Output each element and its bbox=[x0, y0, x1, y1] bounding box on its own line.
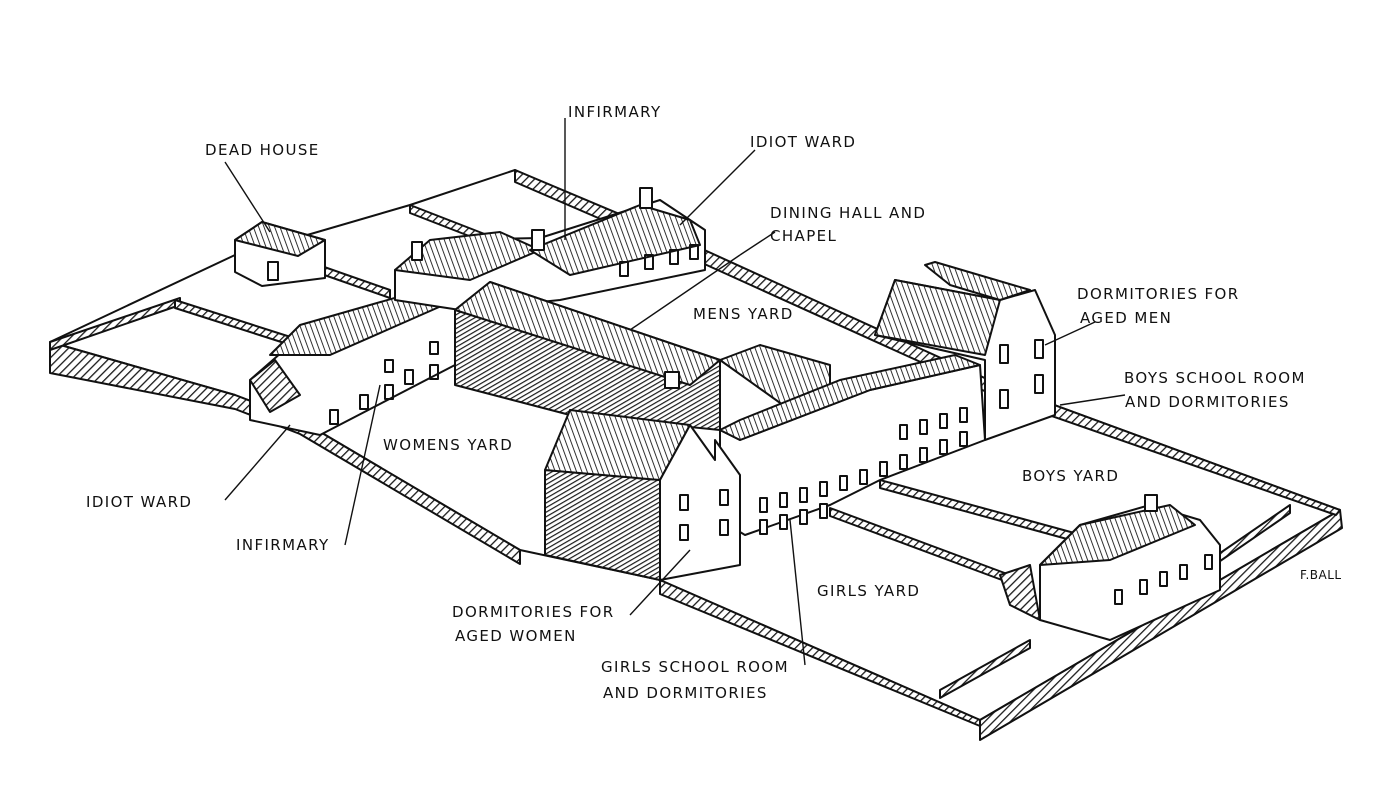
back-range-building bbox=[394, 187, 706, 311]
label-girls-yard: GIRLS YARD bbox=[817, 582, 921, 600]
artist-signature: F.BALL bbox=[1300, 568, 1342, 582]
central-range-building bbox=[719, 344, 986, 536]
label-boys-school-line2: AND DORMITORIES bbox=[1125, 393, 1290, 411]
label-infirmary-left: INFIRMARY bbox=[236, 536, 330, 554]
gatehouse-building bbox=[999, 494, 1221, 641]
leader-lines bbox=[224, 118, 1126, 666]
label-dead-house: DEAD HOUSE bbox=[205, 141, 320, 159]
dining-hall-building bbox=[454, 281, 721, 431]
label-dorm-aged-women-line1: DORMITORIES FOR bbox=[452, 603, 615, 621]
label-dorm-aged-men-line2: AGED MEN bbox=[1080, 309, 1173, 327]
label-boys-school-line1: BOYS SCHOOL ROOM bbox=[1124, 369, 1306, 387]
label-idiot-ward-top: IDIOT WARD bbox=[750, 133, 857, 151]
label-girls-school-line2: AND DORMITORIES bbox=[603, 684, 768, 702]
dead-house-building bbox=[234, 221, 326, 287]
label-boys-yard: BOYS YARD bbox=[1022, 467, 1120, 485]
label-girls-school-line1: GIRLS SCHOOL ROOM bbox=[601, 658, 789, 676]
aged-women-building bbox=[544, 409, 741, 581]
label-dining-hall-line2: CHAPEL bbox=[770, 227, 838, 245]
left-range-building bbox=[249, 284, 456, 436]
label-idiot-ward-left: IDIOT WARD bbox=[86, 493, 193, 511]
label-mens-yard: MENS YARD bbox=[693, 305, 794, 323]
label-womens-yard: WOMENS YARD bbox=[383, 436, 514, 454]
boundary-walls bbox=[49, 169, 1343, 741]
aged-men-building bbox=[874, 261, 1056, 441]
label-dining-hall-line1: DINING HALL AND bbox=[770, 204, 927, 222]
label-infirmary-top: INFIRMARY bbox=[568, 103, 662, 121]
label-dorm-aged-men-line1: DORMITORIES FOR bbox=[1077, 285, 1240, 303]
label-dorm-aged-women-line2: AGED WOMEN bbox=[455, 627, 577, 645]
